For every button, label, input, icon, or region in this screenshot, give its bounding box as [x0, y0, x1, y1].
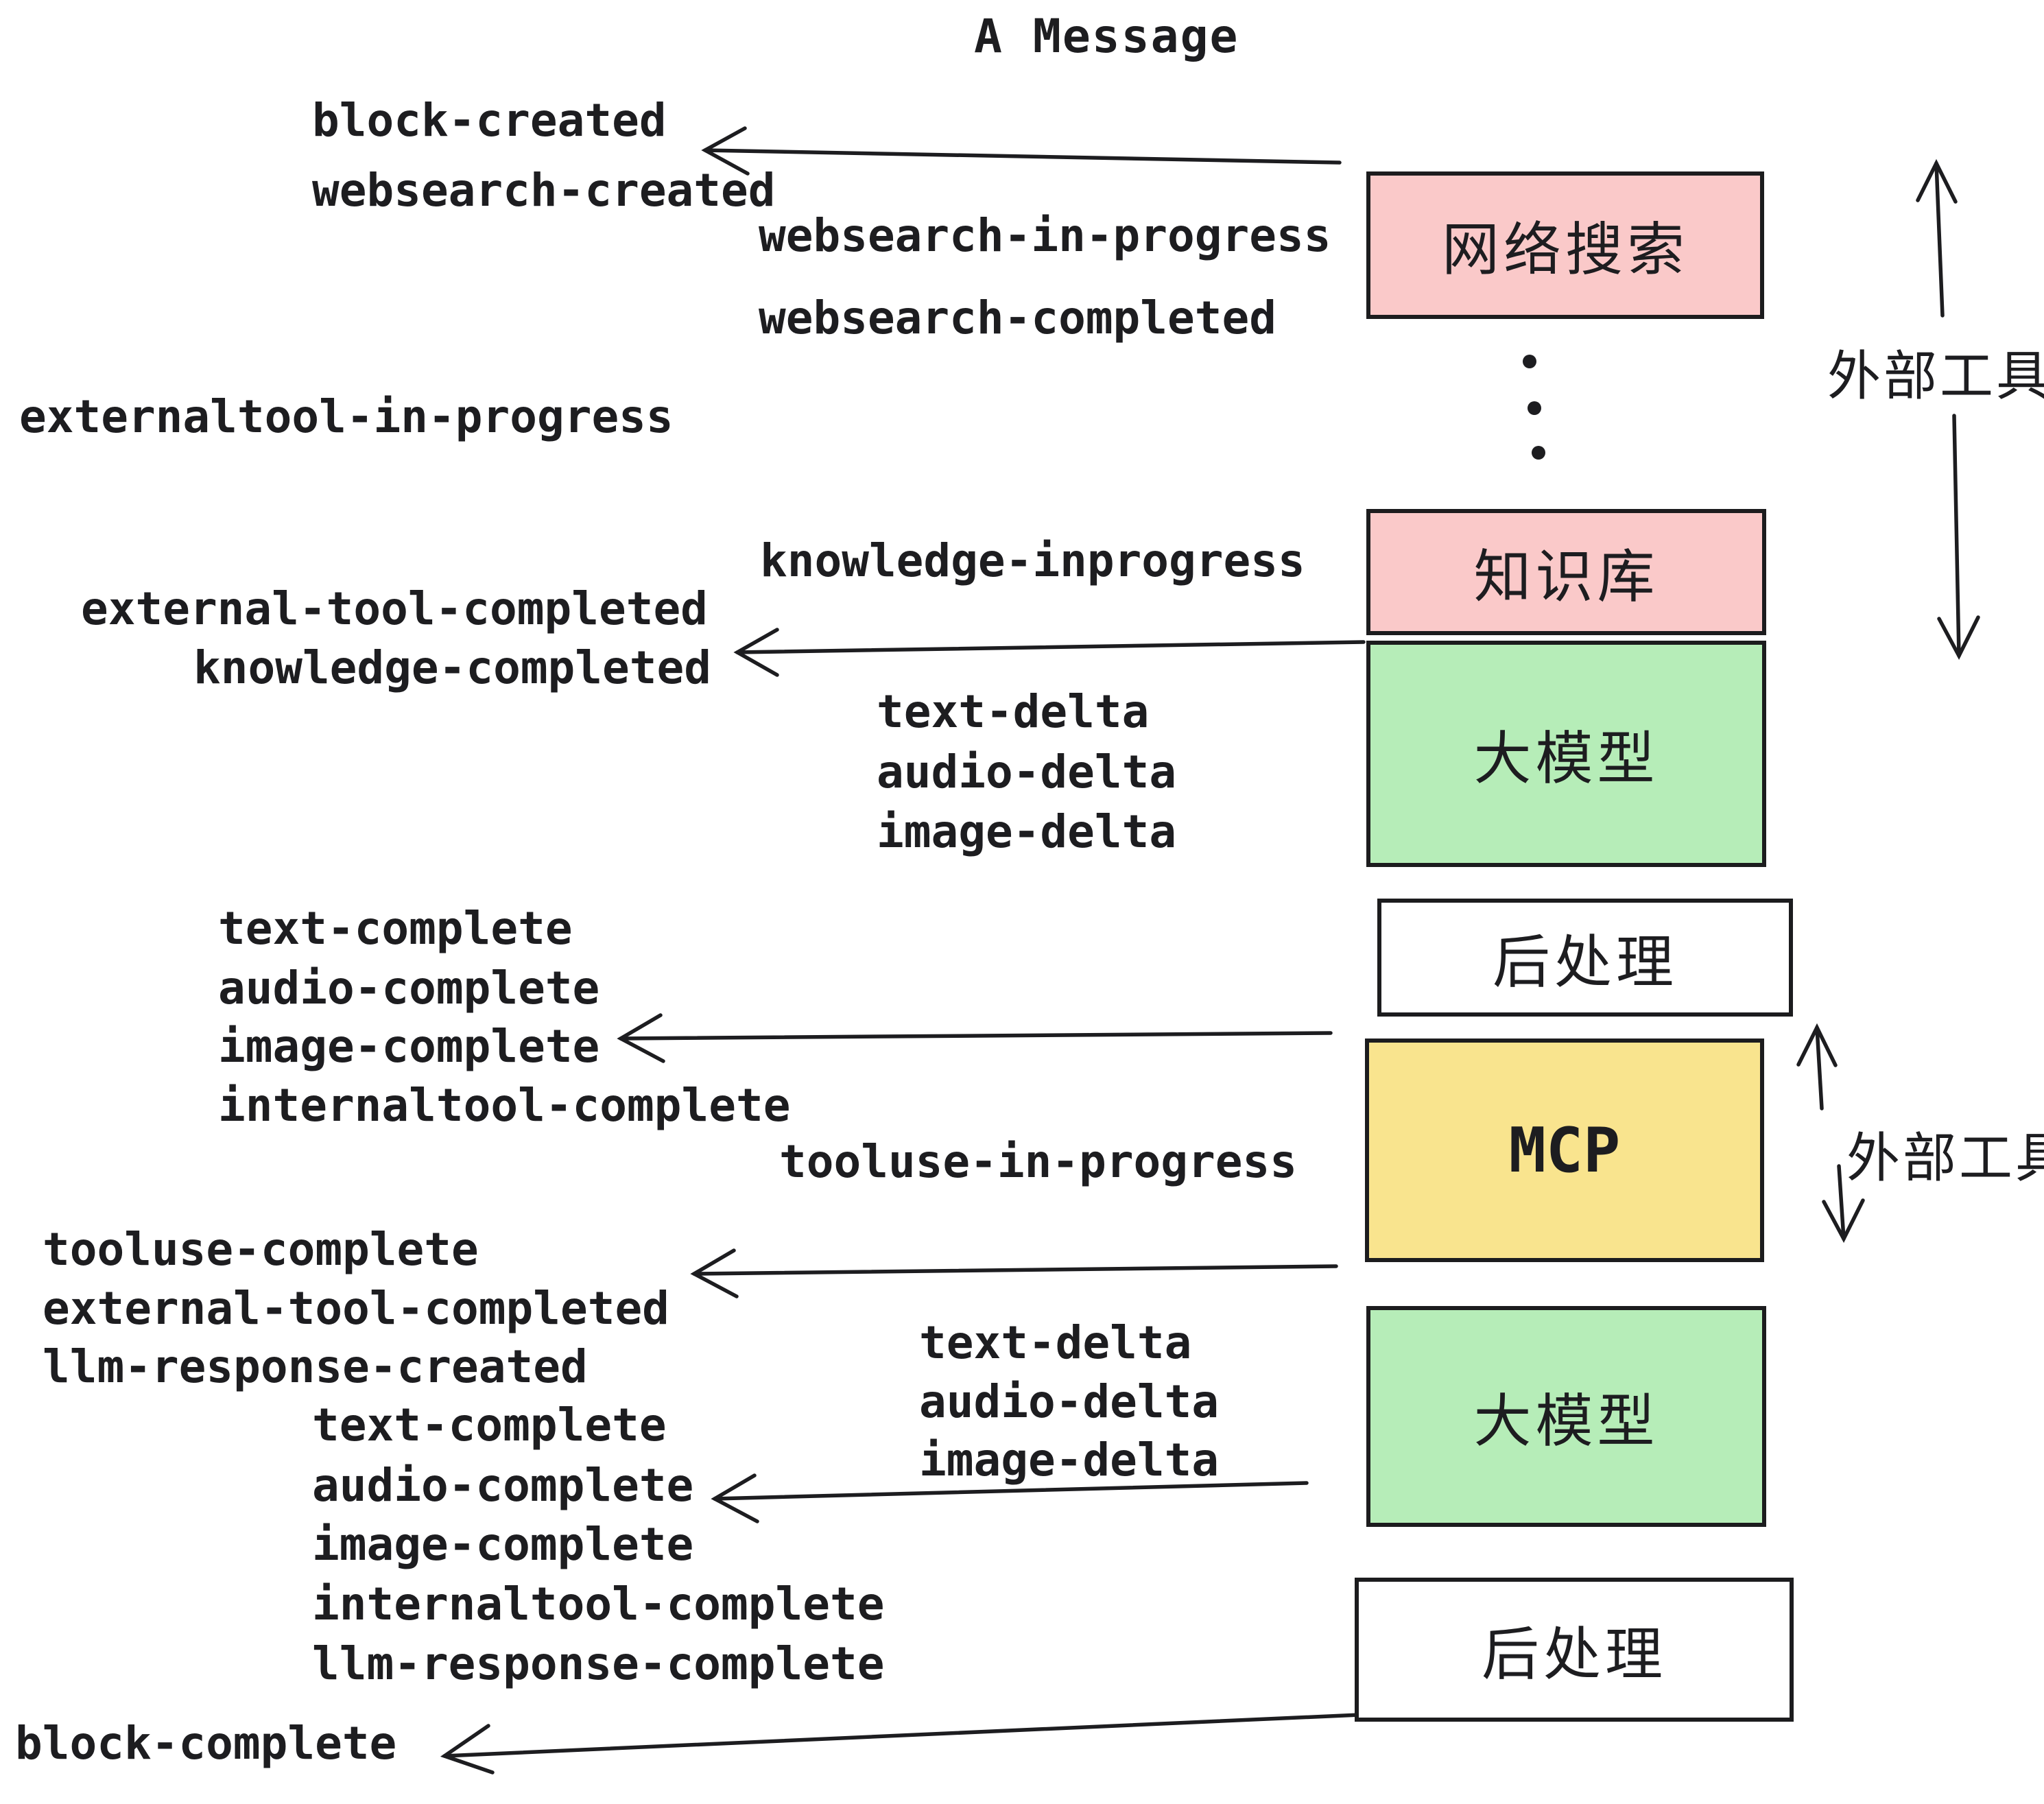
event-label-websearch-in-progress: websearch-in-progress: [759, 209, 1331, 262]
event-label-audio-complete-1: audio-complete: [218, 962, 600, 1014]
postprocess-box-2: 后处理: [1355, 1578, 1794, 1722]
arrow-tooluse-return: [690, 1248, 1338, 1298]
event-label-knowledge-inprogress: knowledge-inprogress: [760, 534, 1305, 587]
event-label-internaltool-complete-1: internaltool-complete: [218, 1079, 791, 1132]
event-label-audio-delta-1: audio-delta: [877, 746, 1177, 798]
external-tools-up-arrow-1: [1916, 158, 1958, 318]
llm-box-1: 大模型: [1366, 641, 1766, 867]
mcp-box-label: MCP: [1508, 1114, 1621, 1187]
event-label-websearch-created: websearch-created: [312, 164, 776, 217]
postprocess-box-1-label: 后处理: [1492, 928, 1678, 996]
event-label-audio-complete-2: audio-complete: [312, 1459, 694, 1512]
event-label-block-complete: block-complete: [15, 1717, 397, 1770]
event-label-tooluse-complete: tooluse-complete: [43, 1223, 479, 1276]
event-label-image-delta-1: image-delta: [877, 805, 1177, 858]
event-label-websearch-completed: websearch-completed: [759, 292, 1276, 344]
websearch-box-label: 网络搜索: [1441, 216, 1689, 283]
external-tools-label-2: 外部工具: [1846, 1128, 2044, 1189]
mcp-box: MCP: [1365, 1039, 1764, 1262]
external-tools-down-arrow-1: [1937, 414, 1980, 660]
postprocess-box-1: 后处理: [1377, 899, 1793, 1017]
event-label-block-created: block-created: [312, 94, 667, 147]
event-label-llm-response-created: llm-response-created: [43, 1340, 588, 1393]
event-label-image-delta-2: image-delta: [919, 1434, 1220, 1486]
llm-box-1-label: 大模型: [1473, 724, 1659, 792]
event-label-text-delta-1: text-delta: [877, 685, 1150, 738]
event-label-audio-delta-2: audio-delta: [919, 1375, 1220, 1428]
event-label-text-complete-2: text-complete: [312, 1399, 667, 1451]
websearch-box: 网络搜索: [1366, 171, 1764, 319]
llm-box-2: 大模型: [1366, 1306, 1766, 1527]
llm-box-2-label: 大模型: [1473, 1387, 1659, 1455]
arrow-knowledge-return: [733, 628, 1366, 677]
knowledge-box-label: 知识库: [1473, 543, 1659, 610]
external-tools-up-arrow-2: [1796, 1023, 1838, 1111]
arrow-internal-complete-return: [617, 1013, 1333, 1063]
postprocess-box-2-label: 后处理: [1481, 1620, 1667, 1688]
event-label-external-tool-completed-2: external-tool-completed: [43, 1282, 669, 1335]
event-label-image-complete-1: image-complete: [218, 1020, 600, 1073]
event-label-tooluse-in-progress: tooluse-in-progress: [779, 1135, 1297, 1188]
diagram-title: A Message: [974, 10, 1239, 64]
external-tools-label-1: 外部工具: [1827, 346, 2044, 407]
arrow-websearch-return: [701, 126, 1342, 176]
event-label-image-complete-2: image-complete: [312, 1518, 694, 1571]
arrow-block-complete-return: [440, 1713, 1362, 1775]
knowledge-box: 知识库: [1366, 509, 1766, 635]
ellipsis-dots: [1523, 355, 1545, 460]
event-label-externaltool-in-progress: externaltool-in-progress: [19, 390, 674, 443]
event-label-knowledge-completed: knowledge-completed: [193, 641, 711, 694]
event-label-external-tool-completed-1: external-tool-completed: [81, 582, 708, 635]
event-label-text-delta-2: text-delta: [919, 1316, 1192, 1369]
event-label-text-complete-1: text-complete: [218, 902, 573, 955]
event-label-internaltool-complete-2: internaltool-complete: [312, 1578, 885, 1630]
event-label-llm-response-complete: llm-response-complete: [312, 1637, 885, 1690]
